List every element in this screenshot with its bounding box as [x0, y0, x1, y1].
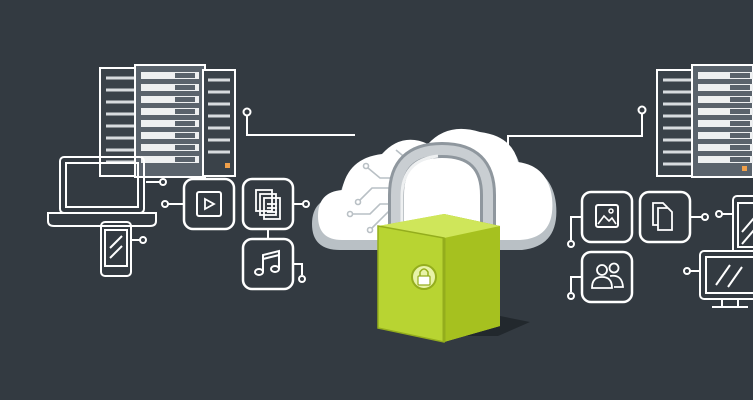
video-file-icon [161, 177, 236, 231]
left-connector-lines [242, 107, 355, 136]
music-icon [241, 229, 306, 291]
documents-icon [241, 177, 310, 231]
monitor-icon [683, 250, 753, 308]
users-icon [567, 250, 634, 304]
phone-icon [100, 221, 147, 277]
left-server-rack-icon [99, 64, 236, 178]
files-icon [638, 190, 709, 244]
image-file-icon [567, 190, 634, 248]
tablet-icon [715, 195, 753, 257]
right-server-rack-icon [656, 64, 753, 178]
laptop-icon [47, 156, 167, 227]
right-connector-lines [507, 105, 647, 156]
padlock-icon [377, 141, 530, 343]
